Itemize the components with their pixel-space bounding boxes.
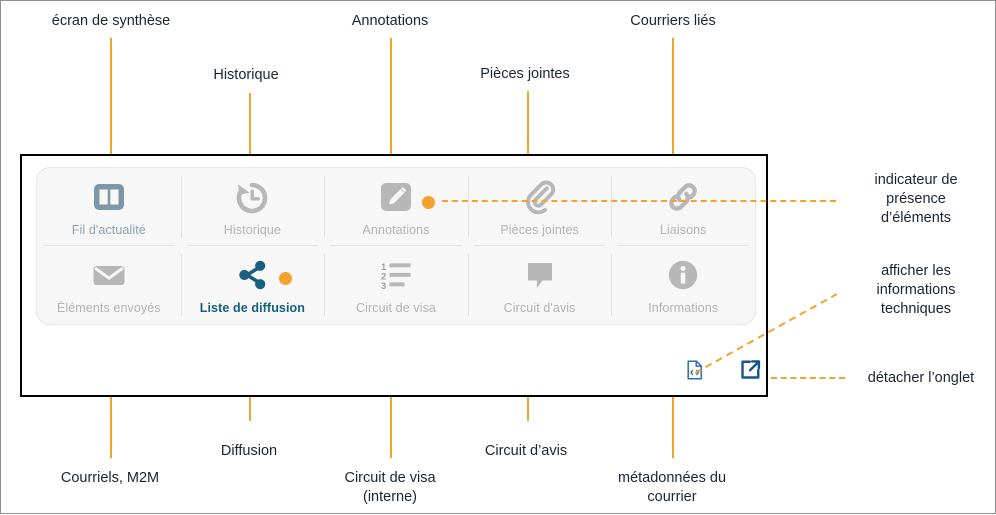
leader-line-annotations <box>390 38 392 155</box>
leader-line-ecran-de-synthese <box>110 38 112 155</box>
leader-line-pieces-jointes <box>527 91 529 155</box>
callout-line-detacher-onglet <box>771 377 845 379</box>
info-icon <box>663 255 703 295</box>
tab-label: Liste de diffusion <box>199 301 306 315</box>
annotation-metadonnees-du-courrier: métadonnées du courrier <box>617 470 727 505</box>
tab-informations[interactable]: Informations <box>611 246 755 324</box>
tab-label: Pièces jointes <box>500 223 579 237</box>
annotation-historique: Historique <box>213 67 279 83</box>
comment-icon <box>520 255 560 295</box>
callout-line-indicateur-presence <box>442 200 836 202</box>
tab-elements-envoyes[interactable]: Éléments envoyés <box>37 246 181 324</box>
columns-icon <box>89 177 129 217</box>
annotation-ecran-de-synthese: écran de synthèse <box>51 13 171 29</box>
annotation-annotations: Annotations <box>351 13 429 29</box>
annotation-courriels-m2m: Courriels, M2M <box>60 470 160 486</box>
leader-line-circuit-de-visa <box>390 397 392 458</box>
annotation-indicateur-presence: indicateur de présence d’éléments <box>874 172 958 226</box>
history-icon <box>232 177 272 217</box>
tab-label: Annotations <box>362 223 430 237</box>
share-icon <box>232 255 272 295</box>
tab-label: Informations <box>648 301 719 315</box>
presence-indicator-dot <box>421 196 435 209</box>
leader-line-courriers-lies <box>672 38 674 155</box>
tab-historique[interactable]: Historique <box>180 168 325 246</box>
tab-label: Historique <box>223 223 282 237</box>
tab-fil-actualite[interactable]: Fil d'actualité <box>37 168 181 246</box>
tab-grid: Fil d'actualité Historique <box>37 168 755 324</box>
courrier-tab-panel: Fil d'actualité Historique <box>20 154 768 397</box>
tab-label: Circuit d'avis <box>503 301 576 315</box>
svg-text:2: 2 <box>381 270 386 281</box>
tab-liaisons[interactable]: Liaisons <box>611 168 755 246</box>
panel-footer <box>22 333 766 395</box>
paperclip-icon <box>520 177 560 217</box>
svg-text:3: 3 <box>381 280 386 291</box>
leader-line-circuit-davis <box>527 397 529 421</box>
leader-line-metadonnees <box>672 397 674 458</box>
annotation-circuit-de-visa: Circuit de visa (interne) <box>344 470 436 505</box>
annotation-afficher-infos-techniques: afficher les informations techniques <box>876 263 956 317</box>
pencil-icon <box>376 177 416 217</box>
svg-text:1: 1 <box>381 261 386 272</box>
leader-line-diffusion <box>249 397 251 421</box>
annotation-pieces-jointes: Pièces jointes <box>480 66 570 82</box>
tab-label: Éléments envoyés <box>56 301 161 315</box>
annotation-diffusion: Diffusion <box>220 443 278 459</box>
tab-circuit-davis[interactable]: Circuit d'avis <box>467 246 612 324</box>
numbered-list-icon: 1 2 3 <box>376 255 416 295</box>
tab-label: Circuit de visa <box>355 301 436 315</box>
tab-label: Liaisons <box>659 223 707 237</box>
tab-pieces-jointes[interactable]: Pièces jointes <box>467 168 612 246</box>
leader-line-historique <box>249 93 251 155</box>
annotation-circuit-davis: Circuit d’avis <box>484 443 568 459</box>
annotation-courriers-lies: Courriers liés <box>630 13 716 29</box>
envelope-icon <box>89 255 129 295</box>
tab-annotations[interactable]: Annotations <box>324 168 468 246</box>
file-code-icon[interactable] <box>685 360 704 380</box>
presence-indicator-dot <box>279 272 293 285</box>
annotation-detacher-onglet: détacher l’onglet <box>867 370 975 386</box>
tab-liste-de-diffusion[interactable]: Liste de diffusion <box>180 246 325 324</box>
leader-line-courriels-m2m <box>110 397 112 458</box>
tab-card: Fil d'actualité Historique <box>36 167 756 325</box>
tab-label: Fil d'actualité <box>71 223 146 237</box>
tab-circuit-de-visa[interactable]: 1 2 3 Circuit de visa <box>324 246 468 324</box>
external-link-icon[interactable] <box>740 359 761 379</box>
